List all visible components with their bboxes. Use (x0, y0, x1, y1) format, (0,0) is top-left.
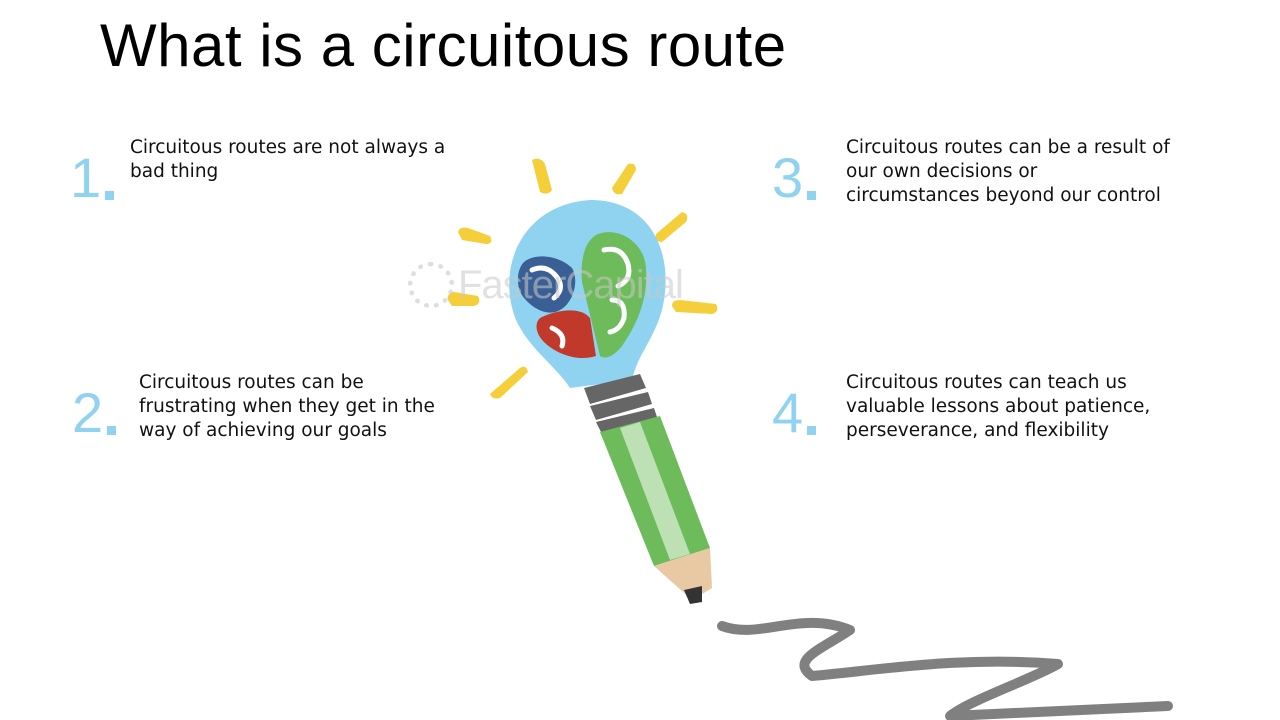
point-number: 4 (772, 385, 846, 441)
point-number: 1 (70, 150, 130, 206)
watermark-text: FasterCapital (458, 262, 684, 307)
brain-folds (529, 246, 632, 349)
scribble-line (717, 617, 1173, 720)
point-3: 3 Circuitous routes can be a result of o… (772, 136, 1176, 208)
point-text: Circuitous routes are not always a bad t… (130, 137, 446, 182)
light-rays (447, 158, 718, 399)
lightbulb-pencil-icon (447, 158, 1173, 720)
point-number-text: 4 (772, 381, 804, 444)
number-dot (807, 191, 817, 200)
point-1: 1 Circuitous routes are not always a bad… (70, 136, 460, 206)
point-number-text: 3 (772, 146, 804, 209)
number-dot (105, 191, 115, 200)
point-number: 2 (72, 385, 139, 441)
pencil (600, 416, 712, 604)
point-number-text: 1 (70, 146, 102, 209)
gear-icon (408, 262, 454, 308)
point-text: Circuitous routes can be a result of our… (846, 137, 1170, 206)
point-text: Circuitous routes can be frustrating whe… (139, 372, 435, 441)
watermark: FasterCapital (408, 262, 684, 308)
point-number-text: 2 (72, 381, 104, 444)
point-4: 4 Circuitous routes can teach us valuabl… (772, 371, 1166, 443)
point-number: 3 (772, 150, 846, 206)
bulb-base (584, 374, 658, 434)
point-text: Circuitous routes can teach us valuable … (846, 372, 1151, 441)
point-2: 2 Circuitous routes can be frustrating w… (72, 371, 449, 443)
slide-title: What is a circuitous route (100, 12, 787, 79)
number-dot (107, 426, 117, 435)
brain-left-bottom (536, 310, 596, 359)
number-dot (807, 426, 817, 435)
